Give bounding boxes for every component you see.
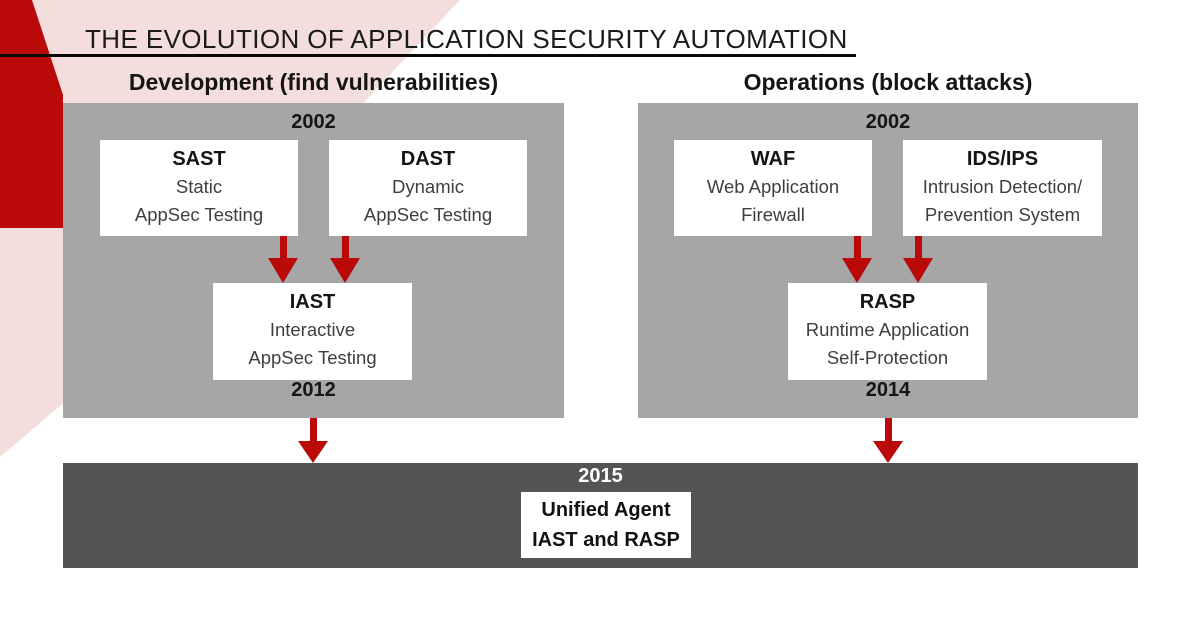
arrow-stem	[853, 236, 861, 259]
dast-box: DAST Dynamic AppSec Testing	[329, 140, 527, 236]
arrow-stem	[884, 418, 892, 442]
waf-box-line1: Web Application	[706, 176, 840, 197]
down-arrow-icon	[330, 236, 360, 283]
dast-box-line1: Dynamic	[392, 176, 464, 197]
sast-box: SAST Static AppSec Testing	[100, 140, 298, 236]
arrow-stem	[279, 236, 287, 259]
ids-ips-box-title: IDS/IPS	[966, 148, 1039, 170]
iast-box-line1: Interactive	[269, 319, 356, 340]
dast-box-title: DAST	[400, 148, 456, 170]
ids-ips-box-line2: Prevention System	[924, 204, 1081, 225]
sast-box-title: SAST	[172, 148, 226, 170]
arrow-head	[842, 258, 872, 283]
waf-box: WAF Web Application Firewall	[674, 140, 872, 236]
waf-box-title: WAF	[750, 148, 796, 170]
arrow-head	[330, 258, 360, 283]
dast-box-line2: AppSec Testing	[363, 204, 493, 225]
title-underline	[0, 54, 856, 57]
arrow-stem	[914, 236, 922, 259]
unified-year-label: 2015	[578, 465, 623, 487]
arrow-head	[268, 258, 298, 283]
sast-box-line2: AppSec Testing	[134, 204, 264, 225]
down-arrow-icon	[268, 236, 298, 283]
arrow-head	[873, 441, 903, 463]
down-arrow-icon	[903, 236, 933, 283]
development-start-year-label: 2002	[291, 111, 336, 133]
arrow-stem	[309, 418, 317, 442]
rasp-box: RASP Runtime Application Self-Protection	[788, 283, 987, 380]
rasp-box-line1: Runtime Application	[805, 319, 970, 340]
arrow-stem	[341, 236, 349, 259]
iast-box: IAST Interactive AppSec Testing	[213, 283, 412, 380]
ids-ips-box-line1: Intrusion Detection/	[922, 176, 1083, 197]
arrow-head	[298, 441, 328, 463]
page-title: THE EVOLUTION OF APPLICATION SECURITY AU…	[85, 24, 848, 54]
iast-box-title: IAST	[289, 291, 336, 313]
arrow-head	[903, 258, 933, 283]
unified-agent-subtitle: IAST and RASP	[532, 529, 680, 551]
down-arrow-icon	[298, 418, 328, 463]
down-arrow-icon	[842, 236, 872, 283]
rasp-box-title: RASP	[859, 291, 916, 313]
development-column-header: Development (find vulnerabilities)	[128, 69, 499, 95]
down-arrow-icon	[873, 418, 903, 463]
operations-end-year-label: 2014	[865, 379, 911, 401]
unified-agent-box: Unified Agent IAST and RASP	[521, 492, 691, 558]
sast-box-line1: Static	[175, 176, 223, 197]
operations-start-year-label: 2002	[865, 111, 911, 133]
ids-ips-box: IDS/IPS Intrusion Detection/ Prevention …	[903, 140, 1102, 236]
operations-column-header: Operations (block attacks)	[743, 69, 1033, 95]
unified-agent-title: Unified Agent	[541, 499, 671, 521]
iast-box-line2: AppSec Testing	[248, 347, 377, 368]
waf-box-line2: Firewall	[741, 204, 805, 225]
development-end-year-label: 2012	[291, 379, 336, 401]
rasp-box-line2: Self-Protection	[826, 347, 949, 368]
